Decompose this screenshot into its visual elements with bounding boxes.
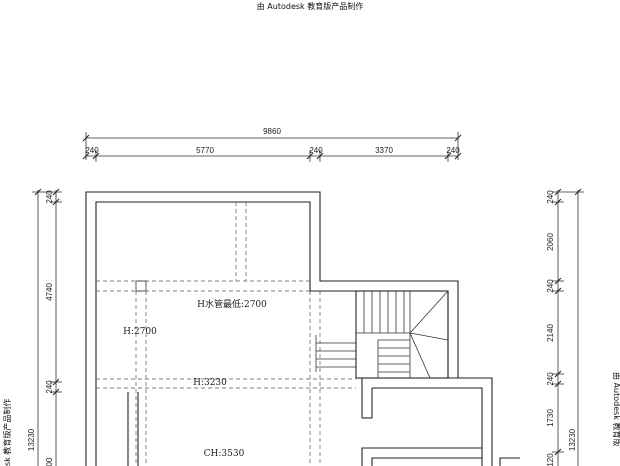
dim-left-seg-2: 4740: [45, 283, 54, 301]
dim-left-seg-3: 240: [45, 380, 54, 394]
dim-left-seg-4: 00: [45, 457, 54, 466]
dim-left-total: 13230: [27, 428, 36, 451]
watermark-top: 由 Autodesk 教育版产品制作: [257, 1, 363, 11]
watermark-left: sk 教育版产品制作: [2, 399, 12, 466]
label-height-3230: H:3230: [193, 378, 227, 388]
staircase: [315, 290, 449, 379]
right-dimension-chain: 240 2060 240 2140 240 1730 120 13230: [546, 188, 584, 466]
label-height-2700: H:2700: [123, 327, 157, 337]
dim-right-total: 13230: [568, 428, 577, 451]
dim-right-seg-1: 240: [546, 190, 555, 204]
dim-top-seg-1: 240: [85, 146, 99, 155]
dim-top-total: 9860: [263, 127, 281, 136]
dim-top-seg-3: 240: [309, 146, 323, 155]
top-dimension-chain: 9860 240 5770 240 3370 240: [82, 127, 462, 162]
dim-right-seg-3: 240: [546, 279, 555, 293]
dim-right-seg-6: 1730: [546, 409, 555, 427]
dim-left-seg-1: 240: [45, 190, 54, 204]
watermark-right: 由 Autodesk 教育版: [612, 372, 620, 446]
dashed-beam-lines: [96, 202, 356, 466]
dim-top-seg-4: 3370: [375, 146, 393, 155]
left-dimension-chain: 240 4740 240 00 13230: [27, 188, 62, 466]
label-ceiling-height-3530: CH:3530: [204, 449, 245, 459]
dim-top-seg-2: 5770: [196, 146, 214, 155]
label-pipe-min-height: H水管最低:2700: [197, 298, 267, 310]
dim-right-seg-7: 120: [546, 453, 555, 466]
dim-top-seg-5: 240: [446, 146, 460, 155]
dim-right-seg-4: 2140: [546, 324, 555, 342]
dim-right-seg-2: 2060: [546, 233, 555, 251]
dim-right-seg-5: 240: [546, 372, 555, 386]
